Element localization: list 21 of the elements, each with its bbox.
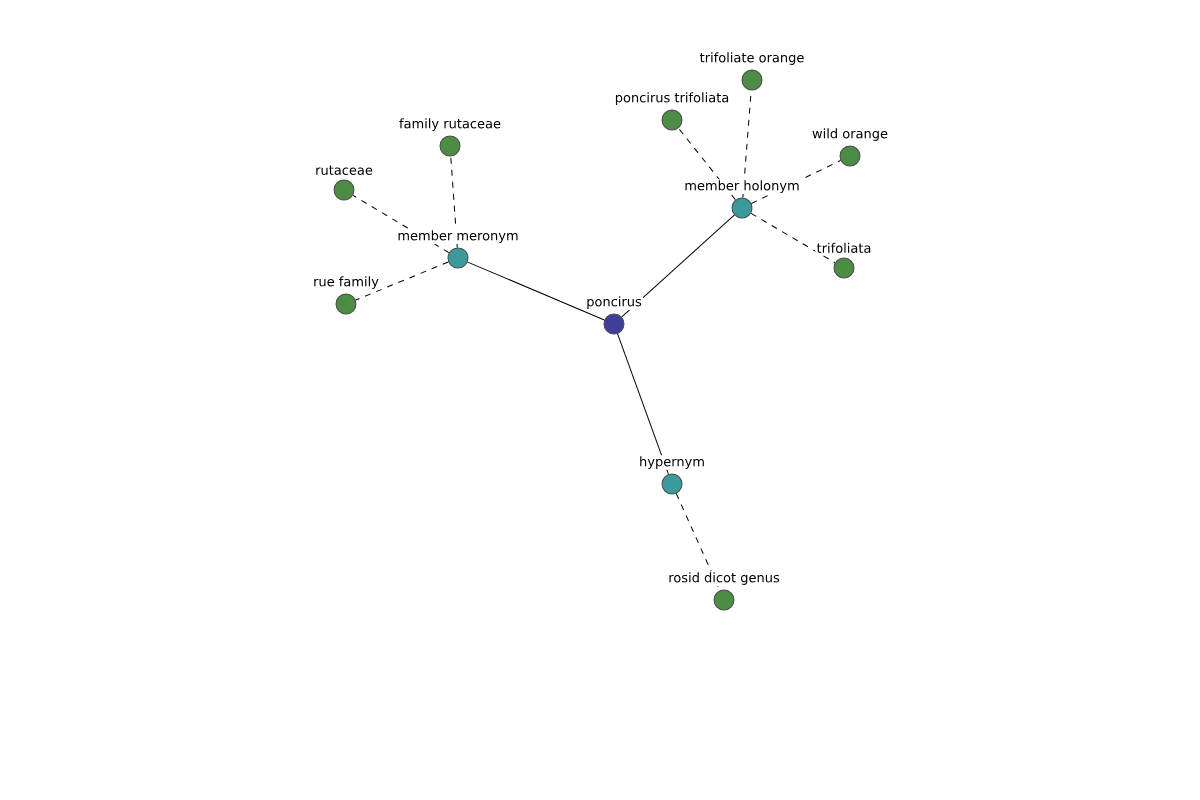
connector-line [352,194,450,254]
graph-node [603,313,625,335]
graph-node [713,589,735,611]
graph-node [661,473,683,495]
graph-node [833,257,855,279]
graph-node [661,109,683,131]
graph-node [333,179,355,201]
connector-line [621,214,735,318]
graph-node [447,247,469,269]
connector-line [617,333,669,475]
connector-line [742,90,752,199]
graph-node [741,69,763,91]
graph-node [839,145,861,167]
graph-node [731,197,753,219]
connector-line [467,261,605,321]
connector-line [355,261,449,301]
graph-node [335,293,357,315]
connector-line [750,212,836,264]
graph-node [439,135,461,157]
connector-line [678,127,736,201]
connector-line [450,156,458,249]
